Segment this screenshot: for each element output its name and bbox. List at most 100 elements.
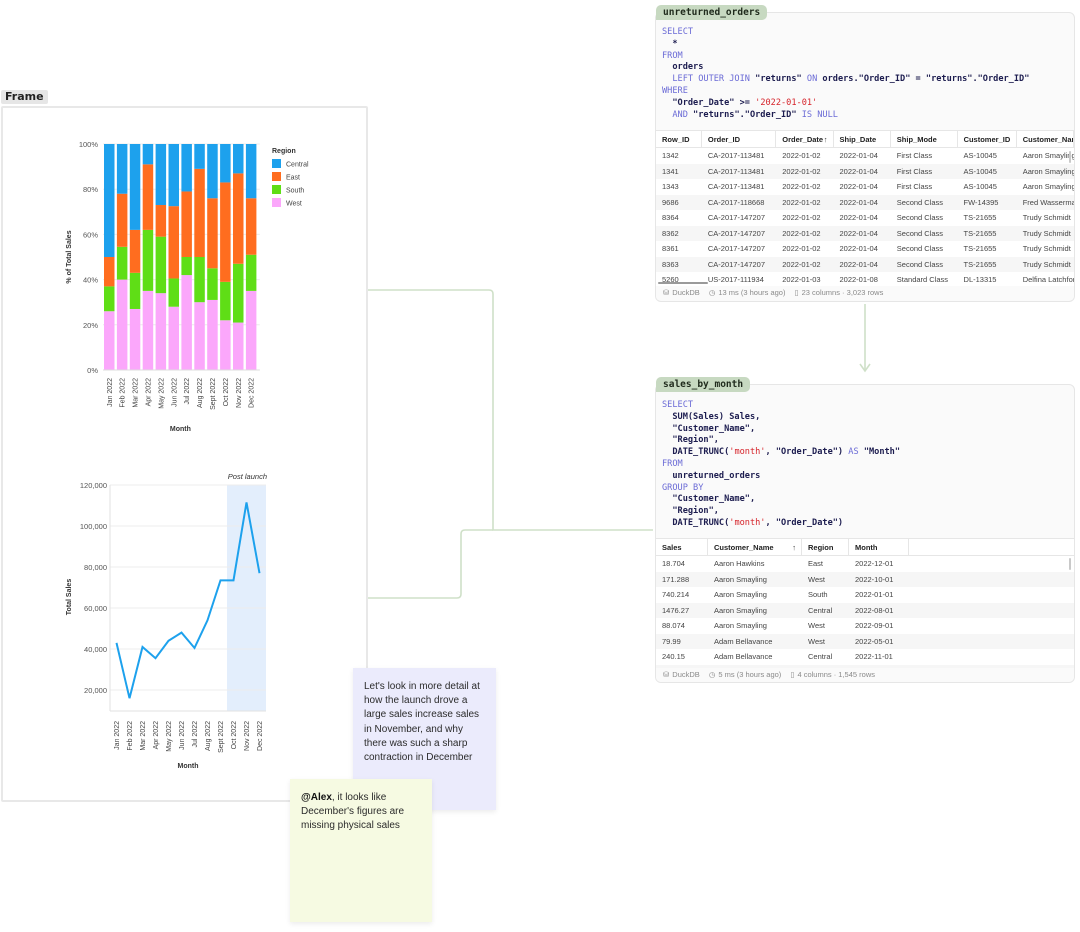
table-cell[interactable]: East xyxy=(808,559,824,568)
table-cell[interactable]: Aaron Smayling xyxy=(714,621,767,630)
table-cell[interactable]: Central xyxy=(808,605,833,615)
bar-segment-central[interactable] xyxy=(129,144,141,230)
bar-segment-south[interactable] xyxy=(129,272,141,309)
bar-segment-east[interactable] xyxy=(245,198,257,255)
table-cell[interactable]: Second Class xyxy=(896,213,944,222)
query-card-sales-by-month[interactable]: SELECT SUM(Sales) Sales, "Customer_Name"… xyxy=(655,384,1075,683)
bar-segment-east[interactable] xyxy=(142,164,154,230)
bar-segment-east[interactable] xyxy=(194,168,205,257)
bar-segment-east[interactable] xyxy=(104,257,115,287)
frame-label[interactable]: Frame xyxy=(1,90,48,104)
table-cell[interactable]: 2022-01-02 xyxy=(782,151,821,160)
table-cell[interactable]: CA-2017-113481 xyxy=(707,182,765,191)
table-cell[interactable]: CA-2017-147207 xyxy=(707,228,766,238)
legend-label[interactable]: Central xyxy=(286,162,309,169)
bar-segment-east[interactable] xyxy=(233,173,244,264)
table-cell[interactable]: 2022-01-04 xyxy=(839,166,878,176)
table-cell[interactable]: 2022-08-01 xyxy=(855,605,894,615)
table-cell[interactable]: Second Class xyxy=(896,228,944,238)
table-cell[interactable]: Trudy Schmidt xyxy=(1022,259,1071,269)
table-cell[interactable]: First Class xyxy=(896,151,933,160)
bar-segment-south[interactable] xyxy=(207,268,218,300)
table-cell[interactable]: 2022-01-02 xyxy=(782,182,821,191)
table-cell[interactable]: CA-2017-147207 xyxy=(707,213,766,222)
bar-segment-central[interactable] xyxy=(155,144,167,206)
bar-segment-west[interactable] xyxy=(245,290,257,370)
table-cell[interactable]: 2022-01-03 xyxy=(782,275,821,284)
table-cell[interactable]: CA-2017-113481 xyxy=(707,151,765,160)
table-cell[interactable]: 2022-01-02 xyxy=(782,166,821,176)
table-cell[interactable]: 240.15 xyxy=(662,652,685,661)
query-card-unreturned-orders[interactable]: SELECT * FROM orders LEFT OUTER JOIN "re… xyxy=(655,12,1075,302)
bar-segment-east[interactable] xyxy=(155,205,167,237)
table-cell[interactable]: South xyxy=(808,590,828,599)
table-cell[interactable]: Second Class xyxy=(896,244,944,253)
table-cell[interactable]: 2022-01-02 xyxy=(782,259,821,269)
bar-segment-east[interactable] xyxy=(207,198,218,269)
table-cell[interactable]: 2022-05-01 xyxy=(855,636,894,646)
legend-swatch-west[interactable] xyxy=(272,198,281,207)
table-cell[interactable]: Aaron Smayling xyxy=(714,590,767,599)
bar-segment-central[interactable] xyxy=(220,144,231,183)
table-cell[interactable]: 2022-11-01 xyxy=(855,652,893,661)
legend-swatch-south[interactable] xyxy=(272,185,281,194)
column-header-sales[interactable]: Sales xyxy=(656,539,708,555)
bar-segment-south[interactable] xyxy=(220,281,231,321)
column-header-customer-name[interactable]: Customer_Name↑ xyxy=(708,539,802,555)
vertical-scrollbar[interactable] xyxy=(1069,151,1071,163)
bar-segment-central[interactable] xyxy=(207,144,218,199)
column-header-row-id[interactable]: Row_ID xyxy=(656,131,702,147)
bar-segment-south[interactable] xyxy=(142,229,154,291)
table-cell[interactable]: 8361 xyxy=(662,244,679,253)
table-cell[interactable]: 5260 xyxy=(662,275,679,284)
column-header-customer-name[interactable]: Customer_Name xyxy=(1017,131,1074,147)
bar-segment-central[interactable] xyxy=(142,144,154,165)
bar-segment-west[interactable] xyxy=(168,306,180,370)
table-cell[interactable]: TS-21655 xyxy=(963,259,997,269)
horizontal-scrollbar[interactable] xyxy=(658,282,708,284)
table-cell[interactable]: 1341 xyxy=(662,166,679,176)
table-cell[interactable]: Fred Wasserman xyxy=(1022,197,1074,207)
table-cell[interactable]: First Class xyxy=(896,166,933,176)
table-cell[interactable]: FW-14395 xyxy=(963,197,999,207)
column-header-ship-date[interactable]: Ship_Date xyxy=(834,131,891,147)
table-cell[interactable]: 2022-01-02 xyxy=(782,197,821,207)
table-cell[interactable]: West xyxy=(808,574,825,584)
table-cell[interactable]: 2022-01-04 xyxy=(839,182,878,191)
table-cell[interactable]: West xyxy=(808,636,825,646)
table-cell[interactable]: 8364 xyxy=(662,213,679,222)
table-cell[interactable]: 2022-01-04 xyxy=(839,213,878,222)
table-cell[interactable]: CA-2017-118668 xyxy=(707,197,765,207)
column-header-order-id[interactable]: Order_ID xyxy=(702,131,777,147)
table-cell[interactable]: Aaron Smayling xyxy=(1022,151,1074,160)
table-cell[interactable]: Trudy Schmidt xyxy=(1022,244,1071,253)
legend-label[interactable]: West xyxy=(286,201,302,208)
table-cell[interactable]: 2022-01-04 xyxy=(839,244,878,253)
table-cell[interactable]: CA-2017-147207 xyxy=(707,259,766,269)
sales-line[interactable] xyxy=(115,502,261,699)
bar-segment-central[interactable] xyxy=(104,144,115,257)
bar-segment-central[interactable] xyxy=(116,144,128,194)
table-cell[interactable]: 8362 xyxy=(662,228,679,238)
table-cell[interactable]: 2022-09-01 xyxy=(855,621,894,630)
table-cell[interactable]: TS-21655 xyxy=(963,213,997,222)
legend-label[interactable]: East xyxy=(286,175,300,182)
bar-segment-south[interactable] xyxy=(116,246,128,280)
table-cell[interactable]: TS-21655 xyxy=(963,244,997,253)
column-header-order-date[interactable]: Order_Date↑ xyxy=(776,131,834,147)
bar-segment-west[interactable] xyxy=(181,275,192,370)
sticky-note-green[interactable]: @Alex, it looks like December's figures … xyxy=(290,779,432,922)
bar-segment-west[interactable] xyxy=(104,311,115,370)
bar-segment-west[interactable] xyxy=(207,299,218,370)
bar-segment-west[interactable] xyxy=(155,293,167,370)
table-cell[interactable]: Trudy Schmidt xyxy=(1022,213,1071,222)
